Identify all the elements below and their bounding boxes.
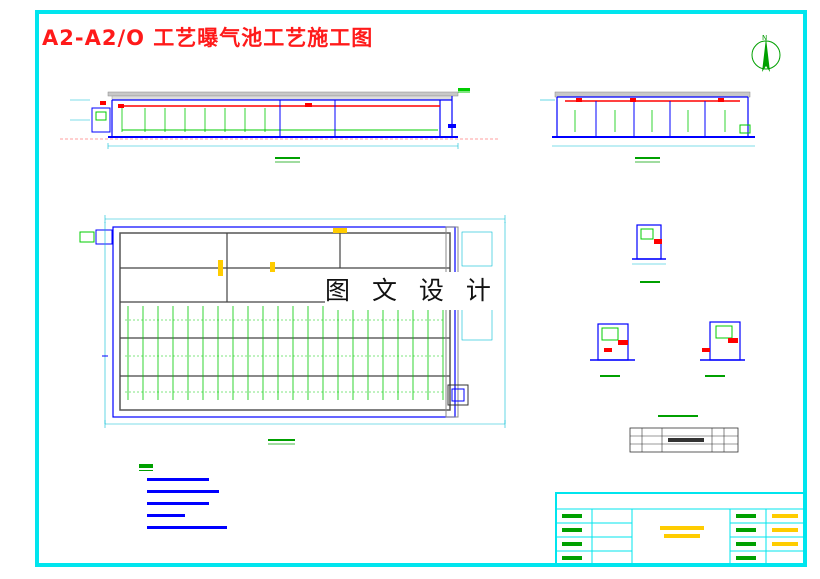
plan-view xyxy=(79,215,506,445)
section-a-a xyxy=(60,88,500,163)
north-label: N xyxy=(762,34,768,42)
design-notes xyxy=(139,464,227,529)
material-table xyxy=(629,415,739,453)
title-block xyxy=(555,492,806,566)
detail-d xyxy=(590,323,635,377)
north-arrow-icon xyxy=(751,38,781,72)
section-b-b xyxy=(540,91,755,163)
drawing-title: A2-A2/O 工艺曝气池工艺施工图 xyxy=(42,26,374,50)
drawing-frame xyxy=(35,10,807,567)
watermark-text: 图 文 设 计 xyxy=(325,272,495,310)
detail-c xyxy=(632,224,666,283)
detail-e xyxy=(700,321,745,377)
